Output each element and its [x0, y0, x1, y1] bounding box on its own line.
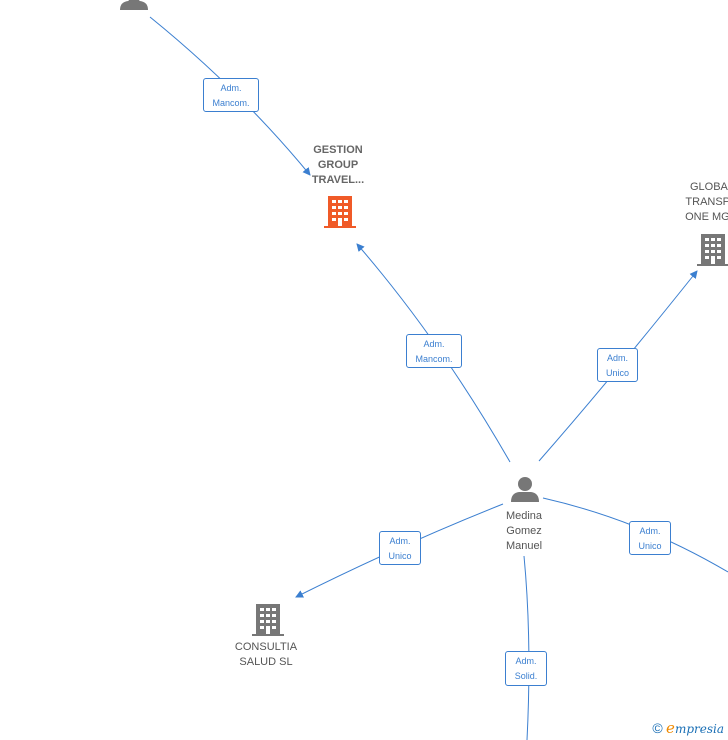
edge-label-adm-unico[interactable]: Adm. Unico	[629, 521, 671, 555]
brand-initial: e	[666, 719, 675, 737]
edge-label-adm-mancom[interactable]: Adm. Mancom.	[203, 78, 259, 112]
edge-label-adm-unico[interactable]: Adm. Unico	[379, 531, 421, 565]
person-icon[interactable]	[120, 0, 148, 10]
node-label-gestion-group-travel[interactable]: GESTION GROUP TRAVEL...	[311, 144, 365, 186]
empresia-watermark: © empresia	[652, 719, 724, 737]
node-label-medina-gomez-manuel[interactable]: Medina Gomez Manuel	[505, 510, 543, 552]
edge-label-adm-solid[interactable]: Adm. Solid.	[505, 651, 547, 686]
building-icon[interactable]	[324, 196, 356, 228]
building-icon[interactable]	[252, 604, 284, 636]
edge-label-adm-mancom[interactable]: Adm. Mancom.	[406, 334, 462, 368]
node-label-consultia-salud[interactable]: CONSULTIA SALUD SL	[234, 641, 298, 668]
copyright-icon: ©	[652, 720, 663, 736]
building-icon[interactable]	[697, 234, 728, 266]
edge-label-adm-unico[interactable]: Adm. Unico	[597, 348, 638, 382]
edge-medina-bottom	[523, 555, 530, 740]
person-icon[interactable]	[511, 477, 539, 502]
brand-name: mpresia	[674, 722, 724, 736]
